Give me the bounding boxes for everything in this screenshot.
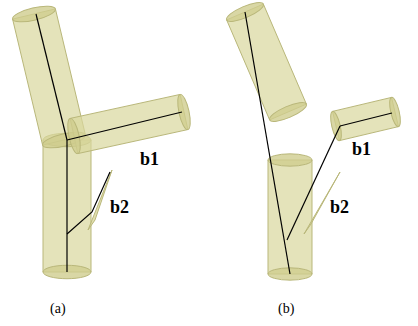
cylinder-body (268, 160, 312, 274)
skeleton-line (245, 12, 290, 274)
cylinder-end (267, 99, 308, 125)
panel-label: (b) (278, 302, 294, 316)
branch-label: b2 (110, 198, 129, 216)
cylinder-end (11, 3, 57, 25)
cylinder-body (333, 97, 399, 140)
skeleton-line (67, 172, 110, 234)
upper-branch-cylinder (224, 0, 308, 125)
branch-b1-cylinder (65, 93, 193, 154)
branch-label: b2 (330, 198, 349, 216)
skeleton-line (67, 112, 182, 140)
cylinder-end (175, 93, 193, 130)
cylinder-body (70, 94, 188, 153)
trunk-cylinder (268, 154, 312, 280)
cylinder-end (268, 154, 312, 166)
skeleton-line (340, 113, 392, 126)
branch-label: b1 (352, 140, 371, 158)
cylinder-end (387, 96, 402, 127)
skeleton-line (36, 14, 67, 140)
trunk-cylinder (43, 133, 91, 278)
branch-b2-cone (88, 170, 112, 230)
cylinder-end (65, 117, 83, 154)
branch-label: b1 (140, 150, 159, 168)
cylinder-body (43, 140, 91, 272)
skeleton-line (287, 126, 340, 240)
cylinder-body (227, 4, 307, 120)
branch-b1-cylinder (328, 96, 402, 141)
skeleton-line (66, 140, 67, 272)
panel-label: (a) (50, 302, 66, 316)
